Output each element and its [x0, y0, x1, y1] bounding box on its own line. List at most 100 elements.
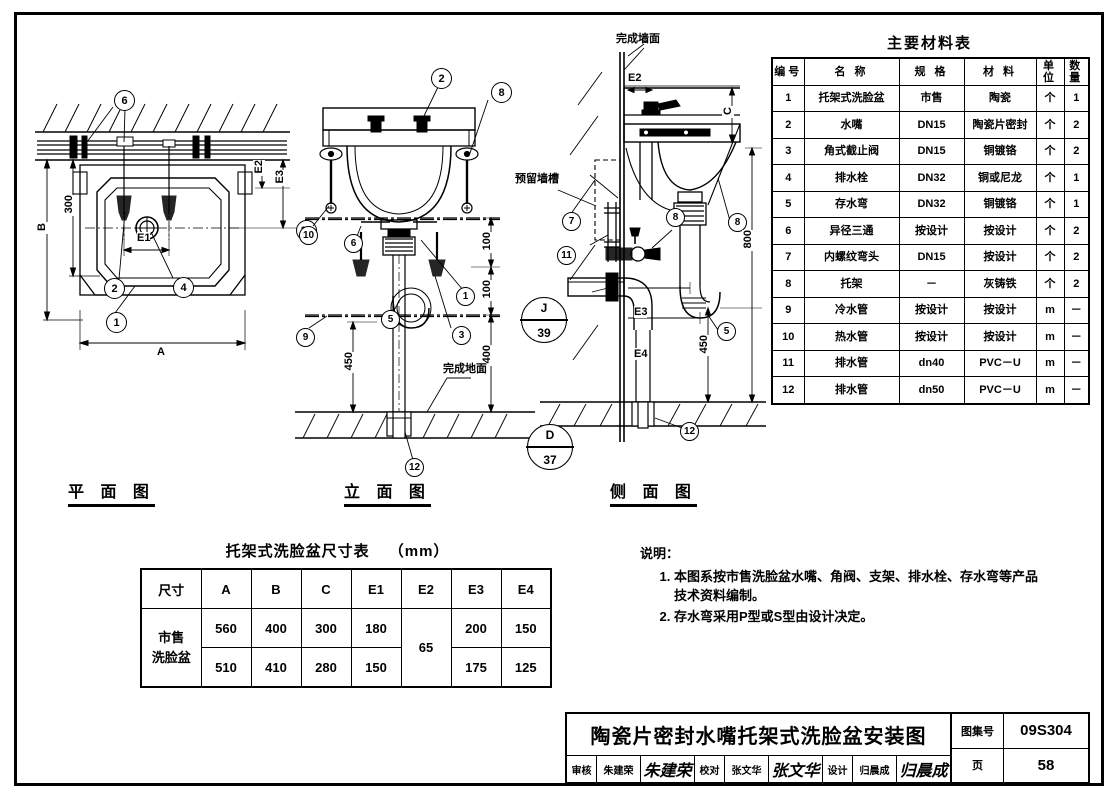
cell-name: 热水管 — [803, 323, 900, 351]
cell-spec: dn50 — [898, 376, 965, 404]
side-view-graphics — [540, 43, 766, 442]
cell-no: 2 — [771, 111, 805, 139]
cell-material: 陶瓷 — [963, 84, 1037, 112]
cell-no: 11 — [771, 349, 805, 377]
dimension-col-E2: E2 — [400, 568, 452, 609]
cell-C: 280 — [300, 647, 352, 688]
cell-qty: 2 — [1063, 243, 1090, 271]
cell-unit: m — [1035, 376, 1065, 404]
cell-unit: 个 — [1035, 137, 1065, 165]
plan-dim-B: B — [36, 222, 48, 234]
elev-dim-450: 450 — [343, 352, 355, 374]
cell-qty: 2 — [1063, 137, 1090, 165]
cell-unit: 个 — [1035, 111, 1065, 139]
drawing-title: 陶瓷片密封水嘴托架式洗脸盆安装图 — [567, 714, 950, 756]
cell-spec: DN15 — [898, 137, 965, 165]
elev-bubble-10: 10 — [299, 226, 318, 245]
elev-bubble-3: 3 — [452, 326, 471, 345]
cell-unit: 个 — [1035, 190, 1065, 218]
cell-B: 410 — [250, 647, 302, 688]
cell-no: 4 — [771, 164, 805, 192]
materials-header-row: 编号 名 称 规 格 材 料 单位 数量 — [771, 57, 1090, 86]
cell-material: 按设计 — [963, 217, 1037, 245]
cell-unit: 个 — [1035, 217, 1065, 245]
elev-dim-100-b: 100 — [481, 280, 493, 302]
detail-ref-J39[interactable]: J 39 — [520, 297, 568, 343]
cell-material: 按设计 — [963, 243, 1037, 271]
bubble-label: 6 — [121, 94, 128, 107]
cell-material: 陶瓷片密封 — [963, 111, 1037, 139]
sig-role-review: 审核 — [567, 756, 597, 782]
cell-no: 7 — [771, 243, 805, 271]
cell-qty: － — [1063, 349, 1090, 377]
plan-view-caption: 平 面 图 — [68, 478, 155, 507]
dimension-col-C: C — [300, 568, 352, 609]
cell-E4: 125 — [500, 647, 552, 688]
page-number-value: 58 — [1037, 756, 1055, 774]
notes-block: 说明： 本图系按市售洗脸盆水嘴、角阀、支架、排水栓、存水弯等产品技术资料编制。 … — [640, 545, 1040, 628]
side-dim-E4: E4 — [634, 348, 648, 360]
plan-bubble-2: 2 — [104, 278, 125, 299]
detail-ref-divider — [520, 319, 568, 321]
materials-header-cell: 名 称 — [803, 57, 900, 86]
cell-E3: 200 — [450, 608, 502, 648]
elev-dim-100-a: 100 — [481, 232, 493, 254]
dimension-corner-label: 尺寸 — [140, 568, 202, 609]
cell-spec: DN15 — [898, 111, 965, 139]
cell-unit: m — [1035, 349, 1065, 377]
side-bubble-11: 11 — [557, 246, 576, 265]
cell-material: 灰铸铁 — [963, 270, 1037, 298]
notes-heading: 说明： — [640, 546, 680, 561]
cell-qty: 1 — [1063, 190, 1090, 218]
dimension-row-label-line2: 洗脸盆 — [151, 649, 191, 665]
detail-ref-letter: J — [540, 301, 548, 315]
materials-table-title: 主要材料表 — [886, 35, 972, 52]
side-bubble-12: 12 — [680, 422, 699, 441]
cell-qty: － — [1063, 323, 1090, 351]
dimension-table-block: 托架式洗脸盆尺寸表 （mm） 尺寸 A B C E1 E2 E3 E4 市售 — [140, 540, 552, 688]
cell-unit: 个 — [1035, 84, 1065, 112]
sig-handwriting-check: 张文华 — [769, 756, 823, 782]
plan-bubble-4: 4 — [173, 277, 194, 298]
detail-ref-page: 39 — [537, 326, 551, 340]
side-bubble-8-left: 8 — [666, 208, 685, 227]
cell-name: 排水管 — [803, 376, 900, 404]
side-bubble-7: 7 — [562, 212, 581, 231]
cell-name: 托架 — [803, 270, 900, 298]
dimension-col-E4: E4 — [500, 568, 552, 609]
plan-dim-E3: E3 — [274, 170, 286, 187]
cell-A: 560 — [200, 608, 252, 648]
detail-ref-page: 37 — [543, 453, 557, 467]
elev-bubble-5: 5 — [381, 310, 400, 329]
list-item: 本图系按市售洗脸盆水嘴、角阀、支架、排水栓、存水弯等产品技术资料编制。 — [674, 568, 1040, 606]
list-item: 存水弯采用P型或S型由设计决定。 — [674, 608, 1040, 627]
cell-E1: 180 — [350, 608, 402, 648]
elev-dim-400: 400 — [481, 345, 493, 367]
cell-spec: DN15 — [898, 243, 965, 271]
atlas-number-label: 图集号 — [952, 714, 1004, 748]
side-view-caption: 侧 面 图 — [610, 478, 697, 507]
dimension-col-A: A — [200, 568, 252, 609]
cell-unit: 个 — [1035, 243, 1065, 271]
cell-unit: m — [1035, 296, 1065, 324]
cell-no: 5 — [771, 190, 805, 218]
elevation-view-caption: 立 面 图 — [344, 478, 431, 507]
cell-no: 12 — [771, 376, 805, 404]
dimension-table-unit: （mm） — [388, 543, 450, 560]
sig-handwriting-design: 归晨成 — [899, 763, 948, 780]
page-number-label: 页 — [952, 748, 1004, 782]
detail-ref-D37[interactable]: D 37 — [526, 424, 574, 470]
cell-name: 内螺纹弯头 — [803, 243, 900, 271]
bubble-label: 2 — [111, 282, 118, 295]
cell-material: PVC－U — [963, 349, 1037, 377]
cell-no: 9 — [771, 296, 805, 324]
cell-no: 1 — [771, 84, 805, 112]
notes-list: 本图系按市售洗脸盆水嘴、角阀、支架、排水栓、存水弯等产品技术资料编制。 存水弯采… — [640, 568, 1040, 627]
side-dim-E3: E3 — [634, 306, 648, 318]
dimension-table-title-text: 托架式洗脸盆尺寸表 — [225, 543, 370, 560]
elev-bubble-2: 2 — [431, 68, 452, 89]
